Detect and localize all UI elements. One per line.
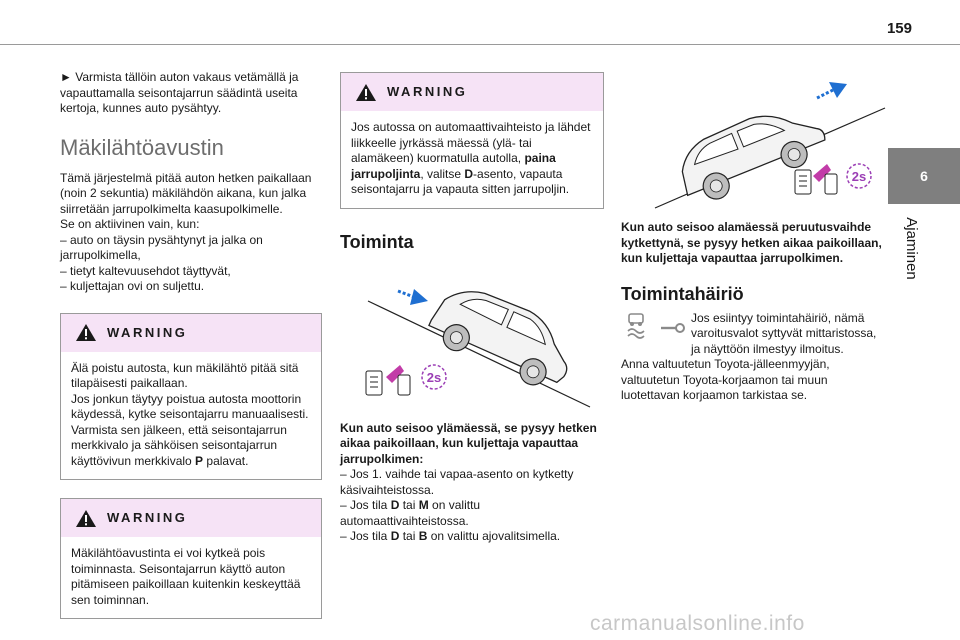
uphill-car-image: 2s <box>365 288 591 408</box>
column-middle: WARNING Jos autossa on automaattivaihtei… <box>340 70 604 545</box>
warning-triangle-icon <box>76 509 96 527</box>
warning-body: Mäkilähtöavustinta ei voi kytkeä pois to… <box>61 537 321 618</box>
warning-triangle-icon <box>76 324 96 341</box>
warning-body: Älä poistu autosta, kun mäkilähtö pitää … <box>61 352 321 480</box>
body-line: Tämä järjestelmä pitää auton hetken paik… <box>60 170 312 216</box>
warning-line: Älä poistu autosta, kun mäkilähtö pitää … <box>71 360 299 391</box>
warning-title: WARNING <box>107 324 188 340</box>
downhill-illustration: 2s <box>621 72 889 212</box>
warning-triangle-icon <box>356 83 376 101</box>
page-number: 159 <box>886 20 912 37</box>
timer-badge: 2s <box>421 363 447 390</box>
warning-title: WARNING <box>107 510 188 526</box>
body-line: Se on aktiivinen vain, kun: <box>60 217 200 231</box>
malfunction-advice: Anna valtuutetun Toyota-jälleenmyyjän, v… <box>621 357 830 402</box>
header-rule <box>0 44 960 45</box>
warning-title: WARNING <box>387 84 468 100</box>
timer-badge: 2s <box>846 163 872 189</box>
warning-box: WARNING Älä poistu autosta, kun mäkiläht… <box>60 312 322 480</box>
chapter-tab[interactable]: 6 <box>888 148 960 204</box>
warning-text: Jos autossa on automaattivaihteisto ja l… <box>351 120 591 196</box>
warning-lights-icon <box>627 312 685 339</box>
brake-pedal-icon <box>794 164 838 195</box>
p-indicator: P <box>195 453 204 468</box>
uphill-caption: Kun auto seisoo ylämäessä, se pysyy hetk… <box>340 420 597 466</box>
warning-header: WARNING <box>341 73 603 111</box>
column-left: ► Varmista tällöin auton vakaus vetämäll… <box>60 70 322 619</box>
warning-box: WARNING Mäkilähtöavustinta ei voi kytkeä… <box>60 498 322 619</box>
warning-line: Varmista sen jälkeen, että seisontajarru… <box>71 422 287 468</box>
uphill-illustration: 2s <box>340 263 604 413</box>
condition-item: – Jos tila D tai M on valittu automaatti… <box>340 498 481 528</box>
body-line: – kuljettajan ovi on suljettu. <box>60 279 205 293</box>
downhill-car-image: 2s <box>654 82 886 209</box>
motion-arrow-icon <box>397 288 428 305</box>
warning-line: Jos jonkun täytyy poistua autosta mootto… <box>71 391 309 422</box>
watermark: carmanualsonline.info <box>590 612 805 635</box>
warning-text: Mäkilähtöavustinta ei voi kytkeä pois to… <box>71 546 301 607</box>
section-heading-operation: Toiminta <box>340 231 414 252</box>
brake-pedal-icon <box>365 364 411 395</box>
condition-item: – Jos 1. vaihde tai vapaa-asento on kytk… <box>340 467 574 497</box>
chapter-label: Ajaminen <box>898 212 924 284</box>
motion-arrow-icon <box>816 82 847 100</box>
downhill-caption: Kun auto seisoo alamäessä peruutusvaihde… <box>621 220 882 265</box>
warning-body: Jos autossa on automaattivaihteisto ja l… <box>341 111 603 208</box>
section-heading-hill-start: Mäkilähtöavustin <box>60 134 224 160</box>
section-heading-malfunction: Toimintahäiriö <box>621 283 744 304</box>
timer-badge-text: 2s <box>852 169 866 184</box>
timer-badge-text: 2s <box>427 370 441 385</box>
skid-control-icon <box>627 312 645 339</box>
intro-paragraph: ► Varmista tällöin auton vakaus vetämäll… <box>60 70 299 115</box>
warning-box: WARNING Jos autossa on automaattivaihtei… <box>340 72 604 209</box>
chapter-title: Ajaminen <box>902 216 920 280</box>
malfunction-text: Jos esiintyy toimintahäiriö, nämä varoit… <box>691 310 877 356</box>
column-right: 2s Kun auto seisoo alamäessä peruutusvai… <box>621 72 889 404</box>
body-line: – tietyt kaltevuusehdot täyttyvät, <box>60 263 231 278</box>
body-line: – auto on täysin pysähtynyt ja jalka on … <box>60 232 263 263</box>
warning-header: WARNING <box>61 499 321 537</box>
malfunction-row: Jos esiintyy toimintahäiriö, nämä varoit… <box>621 311 889 358</box>
wrench-icon <box>661 322 685 333</box>
condition-item: – Jos tila D tai B on valittu ajovalitsi… <box>340 529 561 543</box>
warning-header: WARNING <box>61 313 321 352</box>
